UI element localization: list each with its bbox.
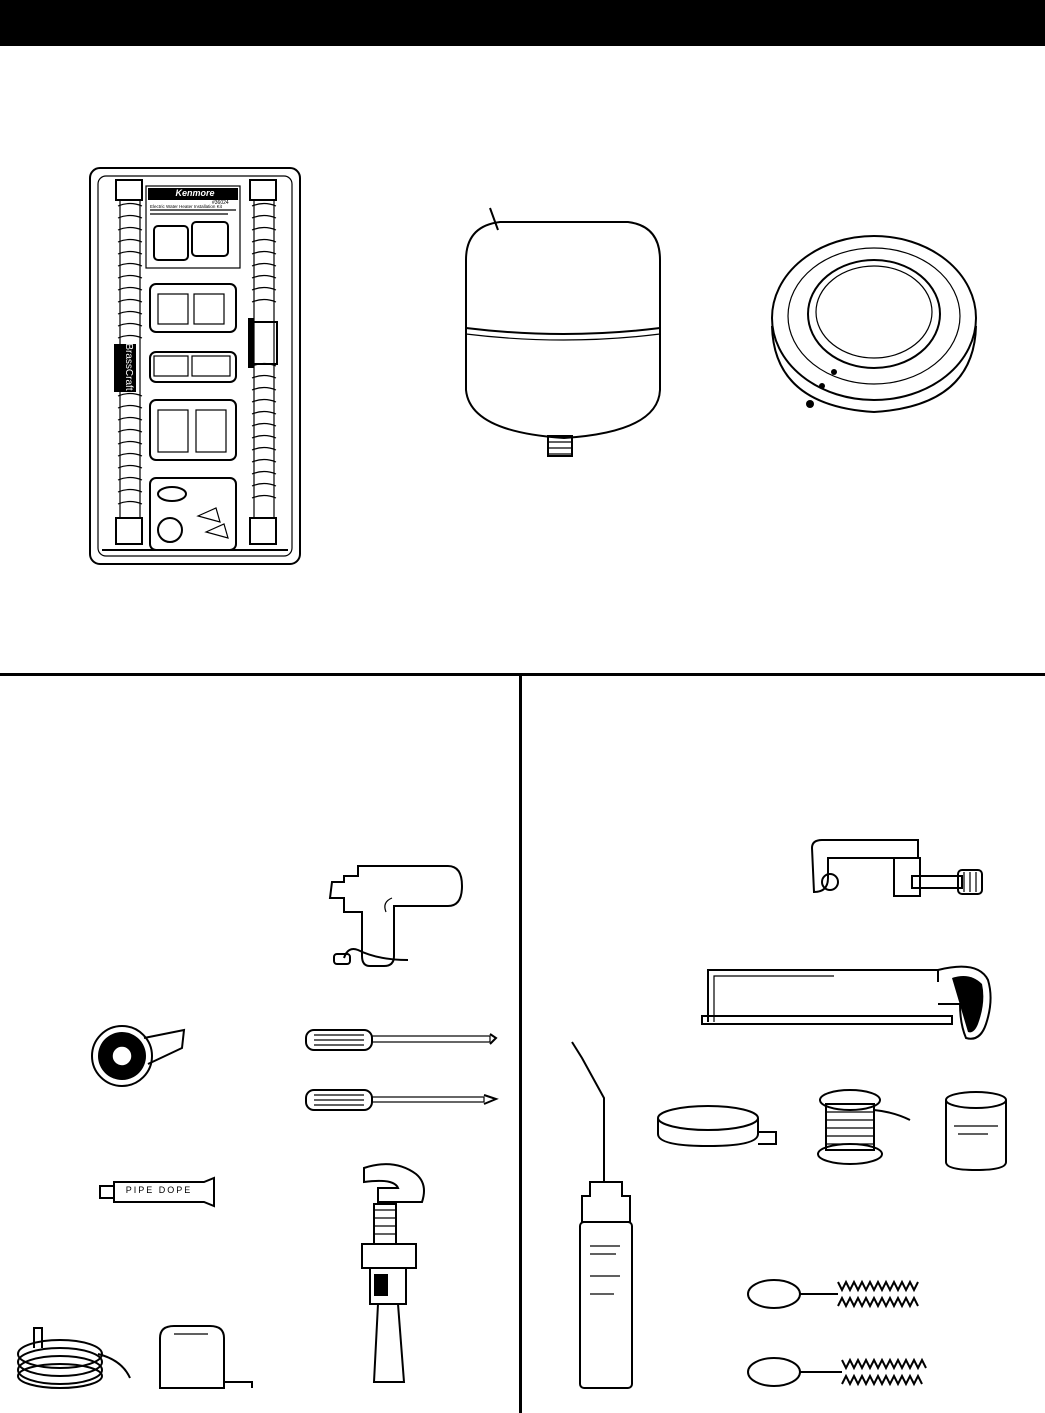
- tape-roll-illustration: [88, 1022, 188, 1090]
- pipe-wrench-drawing: [361, 1163, 425, 1383]
- pipe-dope-tube-illustration: PIPE DOPE: [98, 1174, 218, 1210]
- hose-coil-drawing: [17, 1327, 131, 1389]
- solder-spool-illustration: [814, 1088, 914, 1166]
- kit-part-number: #36024: [212, 200, 229, 206]
- drain-pan-illustration: [766, 235, 986, 422]
- kit-title: Electric Water Heater Installation Kit: [150, 204, 222, 209]
- pipe-dope-tube-drawing: [99, 1176, 215, 1208]
- hacksaw-drawing: [701, 965, 992, 1040]
- tape-measure-illustration: [156, 1322, 256, 1392]
- tubing-brush-drawing: [747, 1357, 927, 1387]
- drill-drawing: [328, 865, 464, 967]
- phillips-screwdriver-illustration: [304, 1086, 499, 1114]
- section-divider-vertical: [519, 673, 522, 1413]
- electric-drill-illustration: [328, 858, 500, 980]
- tape-roll-drawing: [91, 1025, 186, 1087]
- expansion-tank-illustration: [460, 200, 670, 480]
- flux-can-drawing: [945, 1091, 1007, 1172]
- pipe-wrench-illustration: [352, 1160, 436, 1386]
- section-divider-horizontal: [0, 673, 1045, 676]
- hose-coil-illustration: [14, 1318, 138, 1392]
- fitting-brush-drawing: [747, 1279, 919, 1309]
- expansion-tank-drawing: [465, 207, 661, 457]
- solder-spool-drawing: [817, 1089, 911, 1165]
- tubing-cutter-illustration: [808, 838, 994, 910]
- flathead-screwdriver-drawing: [305, 1029, 498, 1051]
- hacksaw-illustration: [694, 962, 996, 1044]
- emery-cloth-roll-illustration: [656, 1102, 780, 1154]
- propane-torch-illustration: [566, 1036, 640, 1392]
- installation-kit-package: Kenmore #36024 Electric Water Heater Ins…: [88, 166, 302, 566]
- tubing-cutter-drawing: [810, 839, 983, 897]
- propane-torch-drawing: [571, 1041, 633, 1389]
- emery-cloth-roll-drawing: [657, 1105, 777, 1148]
- kit-brand-logo: Kenmore: [175, 188, 215, 198]
- pipe-dope-label: PIPE DOPE: [125, 1185, 193, 1195]
- side-brand-label: BrassCraft: [123, 343, 134, 391]
- tape-measure-drawing: [159, 1325, 253, 1389]
- fitting-brush-illustration: [746, 1276, 930, 1312]
- header-bar: [0, 0, 1045, 46]
- tubing-brush-illustration: [746, 1354, 930, 1390]
- phillips-screwdriver-drawing: [305, 1089, 499, 1111]
- flux-can-illustration: [942, 1090, 1012, 1172]
- flathead-screwdriver-illustration: [304, 1026, 498, 1054]
- drain-pan-drawing: [771, 235, 977, 414]
- kit-drawing: [89, 167, 301, 565]
